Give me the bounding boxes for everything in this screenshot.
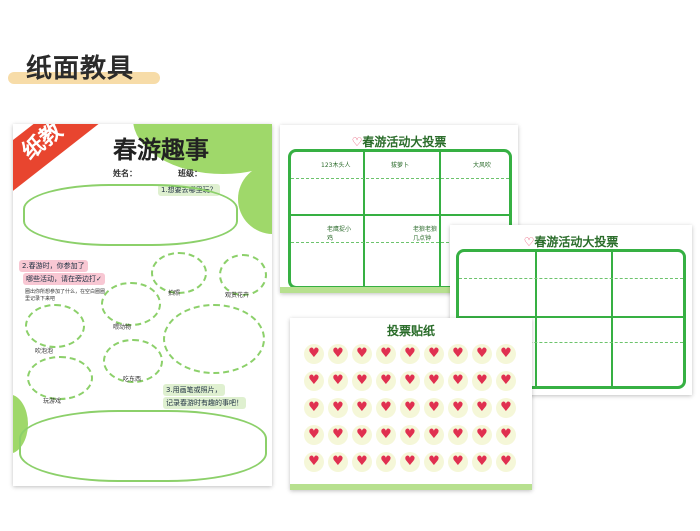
drawing-oval	[163, 304, 265, 374]
heart-sticker-icon: ♥	[304, 452, 324, 472]
activity-circle	[103, 339, 163, 383]
page-title: 纸面教具	[26, 54, 135, 84]
activity-circle	[27, 356, 93, 400]
heart-icon: ♡	[351, 135, 363, 149]
heart-sticker-icon: ♥	[304, 425, 324, 445]
heart-sticker-icon: ♥	[400, 452, 420, 472]
heart-sticker-icon: ♥	[304, 371, 324, 391]
heart-sticker-icon: ♥	[376, 452, 396, 472]
heart-sticker-grid: ♥♥♥♥♥♥♥♥♥♥♥♥♥♥♥♥♥♥♥♥♥♥♥♥♥♥♥♥♥♥♥♥♥♥♥♥♥♥♥♥…	[304, 344, 520, 472]
heart-sticker-icon: ♥	[448, 398, 468, 418]
heart-sticker-icon: ♥	[448, 371, 468, 391]
class-label: 班级：	[178, 169, 202, 178]
heart-sticker-icon: ♥	[376, 425, 396, 445]
heart-sticker-icon: ♥	[400, 425, 420, 445]
heart-sticker-icon: ♥	[424, 425, 444, 445]
answer-area-1	[23, 184, 238, 246]
heart-sticker-icon: ♥	[328, 398, 348, 418]
vote-sheet: ♡春游活动大投票 123木头人 拔萝卜 大风吹 老鹰捉小鸡 老狼老狼几点钟	[280, 125, 518, 293]
heart-sticker-icon: ♥	[448, 452, 468, 472]
heart-icon: ♡	[523, 235, 535, 249]
vote-item: 老狼老狼几点钟	[413, 226, 438, 242]
heart-sticker-icon: ♥	[496, 371, 516, 391]
vote-item: 123木头人	[321, 162, 351, 169]
heart-sticker-icon: ♥	[352, 398, 372, 418]
header-underline	[8, 72, 160, 84]
heart-sticker-icon: ♥	[352, 452, 372, 472]
heart-sticker-icon: ♥	[448, 425, 468, 445]
heart-sticker-icon: ♥	[448, 344, 468, 364]
activity-circle	[25, 304, 85, 348]
heart-sticker-icon: ♥	[352, 344, 372, 364]
worksheet-title: 春游趣事	[113, 136, 209, 164]
heart-sticker-icon: ♥	[424, 344, 444, 364]
heart-sticker-icon: ♥	[376, 398, 396, 418]
activity-circle	[151, 252, 207, 294]
heart-sticker-icon: ♥	[376, 371, 396, 391]
heart-sticker-icon: ♥	[424, 452, 444, 472]
blank-title-text: 春游活动大投票	[534, 235, 619, 249]
activity-label: 玩游戏	[43, 398, 62, 405]
vote-item: 老鹰捉小鸡	[327, 226, 352, 242]
heart-sticker-icon: ♥	[472, 371, 492, 391]
heart-sticker-icon: ♥	[496, 425, 516, 445]
heart-sticker-icon: ♥	[496, 344, 516, 364]
question-2b: 哪些活动，请在旁边打✓	[23, 273, 105, 285]
heart-sticker-icon: ♥	[400, 398, 420, 418]
question-2-hint: 圈出你所想参加了什么，在空白圈圈里记录下来吧	[25, 289, 106, 302]
heart-sticker-icon: ♥	[472, 398, 492, 418]
vote-title-text: 春游活动大投票	[362, 135, 447, 149]
heart-sticker-icon: ♥	[304, 344, 324, 364]
activity-label: 观赏花卉	[225, 292, 250, 299]
ground-decor	[280, 287, 518, 293]
question-3a: 3.用画笔或照片，	[163, 384, 225, 396]
activity-circle	[219, 254, 267, 296]
activity-label: 吃东西	[123, 376, 142, 383]
blank-vote-title: ♡春游活动大投票	[450, 233, 692, 250]
heart-sticker-icon: ♥	[376, 344, 396, 364]
heart-sticker-icon: ♥	[304, 398, 324, 418]
decor-blob	[238, 164, 272, 234]
heart-sticker-icon: ♥	[472, 425, 492, 445]
heart-sticker-icon: ♥	[328, 452, 348, 472]
heart-sticker-icon: ♥	[496, 452, 516, 472]
heart-sticker-icon: ♥	[352, 371, 372, 391]
vote-sheet-title: ♡春游活动大投票	[280, 133, 518, 150]
heart-sticker-icon: ♥	[400, 371, 420, 391]
activity-label: 喂动物	[113, 324, 132, 331]
name-label: 姓名：	[113, 169, 137, 178]
answer-area-3	[19, 410, 267, 482]
activity-label: 拍照	[168, 290, 181, 297]
worksheet-spring-outing: 纸教 春游趣事 姓名： 班级： 1.想要去哪里玩？ 2.春游时，你参加了 哪些活…	[13, 124, 272, 486]
heart-sticker-icon: ♥	[352, 425, 372, 445]
vote-item: 大风吹	[473, 162, 492, 169]
heart-sticker-icon: ♥	[328, 371, 348, 391]
activity-label: 吹泡泡	[35, 348, 54, 355]
question-3b: 记录春游时有趣的事吧！	[163, 397, 246, 409]
heart-sticker-icon: ♥	[400, 344, 420, 364]
heart-sticker-icon: ♥	[424, 371, 444, 391]
vote-item: 拔萝卜	[391, 162, 410, 169]
activity-circle	[101, 282, 161, 326]
heart-sticker-icon: ♥	[424, 398, 444, 418]
heart-sticker-icon: ♥	[496, 398, 516, 418]
heart-sticker-icon: ♥	[472, 452, 492, 472]
question-2a: 2.春游时，你参加了	[19, 260, 88, 272]
heart-sticker-icon: ♥	[328, 344, 348, 364]
sticker-sheet: 投票贴纸 ♥♥♥♥♥♥♥♥♥♥♥♥♥♥♥♥♥♥♥♥♥♥♥♥♥♥♥♥♥♥♥♥♥♥♥…	[290, 318, 532, 490]
heart-sticker-icon: ♥	[472, 344, 492, 364]
sticker-sheet-title: 投票贴纸	[386, 324, 435, 338]
ground-decor	[290, 484, 532, 490]
heart-sticker-icon: ♥	[328, 425, 348, 445]
